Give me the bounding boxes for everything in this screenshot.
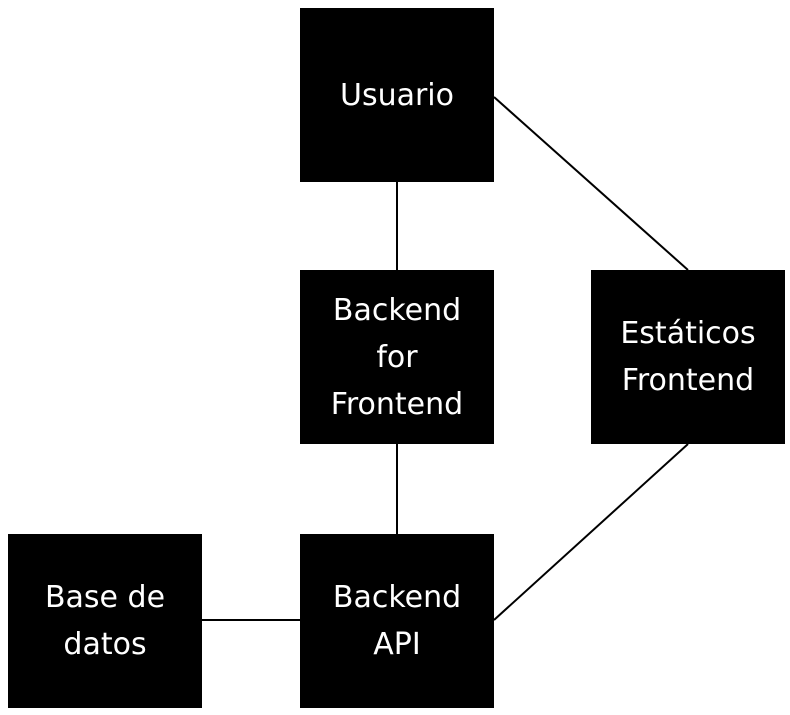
node-estaticos-frontend: Estáticos Frontend: [591, 270, 785, 444]
node-api-line-1: Backend: [332, 580, 462, 615]
node-usuario: Usuario: [300, 8, 494, 182]
node-bff-line-2: for: [376, 339, 418, 375]
node-backend-api: Backend API: [300, 534, 494, 708]
node-estaticos-line-1: Estáticos: [620, 316, 756, 351]
node-backend-for-frontend: Backend for Frontend: [300, 270, 494, 444]
node-db-line-1: Base de: [44, 580, 166, 615]
node-db-line-2: datos: [63, 627, 147, 662]
node-usuario-line-1: Usuario: [339, 77, 454, 113]
edge-usuario-estaticos: [493, 96, 689, 271]
node-estaticos-line-2: Frontend: [621, 363, 755, 398]
node-api-line-2: API: [373, 627, 421, 662]
edge-estaticos-api: [493, 443, 689, 621]
node-bff-line-3: Frontend: [330, 386, 464, 422]
node-base-de-datos: Base de datos: [8, 534, 202, 708]
node-bff-line-1: Backend: [332, 292, 462, 328]
